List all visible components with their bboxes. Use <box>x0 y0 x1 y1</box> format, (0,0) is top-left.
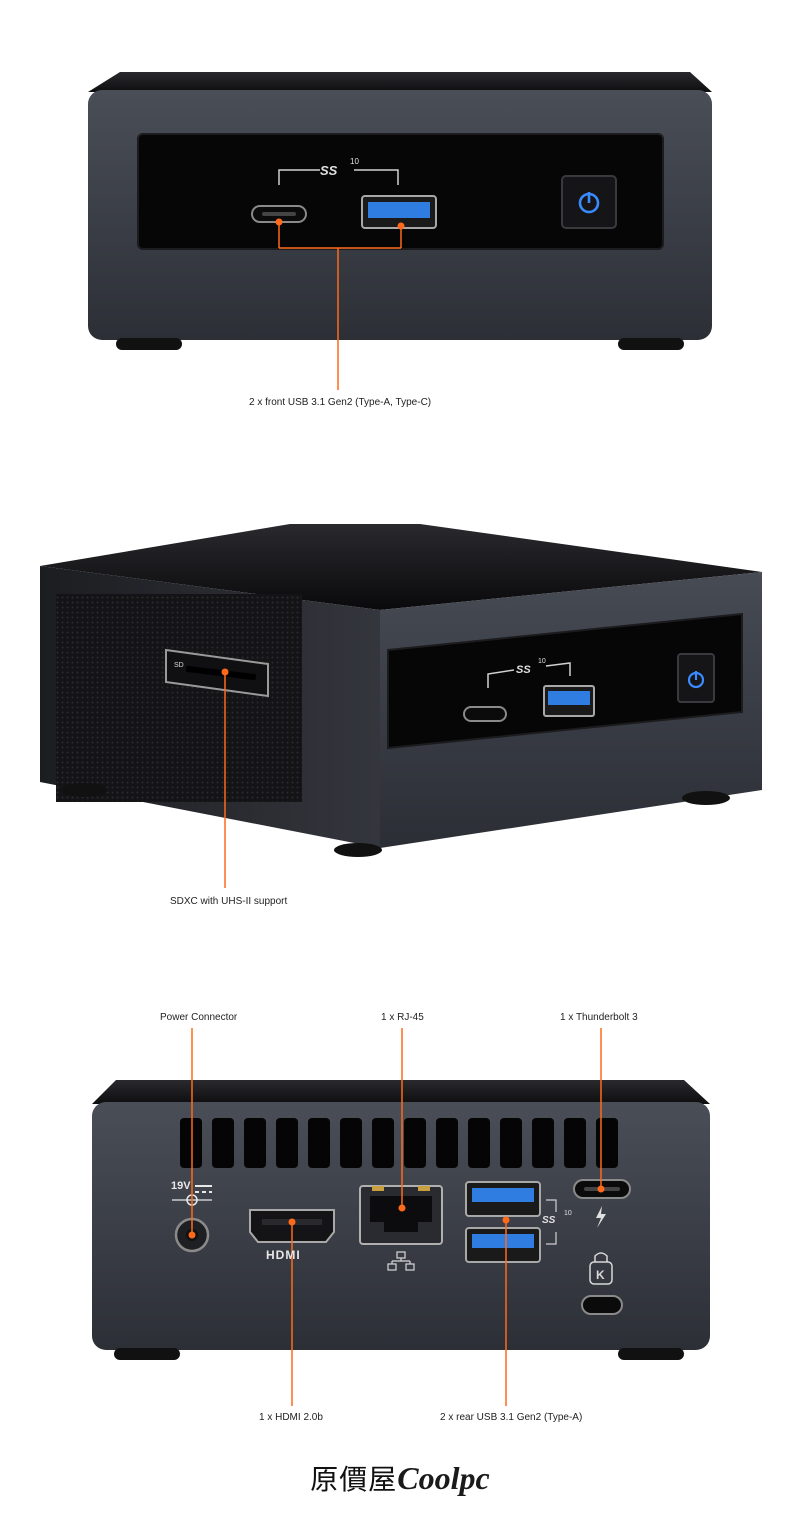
label-sdxc: SDXC with UHS-II support <box>170 896 288 907</box>
angled-ss-logo: SS <box>516 664 531 676</box>
label-rear-usb: 2 x rear USB 3.1 Gen2 (Type-A) <box>440 1412 583 1423</box>
voltage-text: 19V <box>171 1180 191 1192</box>
label-thunderbolt: 1 x Thunderbolt 3 <box>560 1012 638 1023</box>
front-view: SS 10 2 x front USB 3.1 Gen2 (Type-A, Ty… <box>0 0 800 420</box>
front-device-illustration <box>88 72 712 390</box>
angled-view: SD SS 10 SDXC with UHS-II support <box>0 500 800 920</box>
label-rj45: 1 x RJ-45 <box>381 1012 424 1023</box>
front-ss-10: 10 <box>350 157 359 166</box>
label-hdmi: 1 x HDMI 2.0b <box>259 1412 323 1423</box>
hdmi-logo: HDMI <box>266 1248 301 1262</box>
brand-logo: 原價屋Coolpc <box>0 1458 800 1498</box>
rear-ss-logo: SS <box>542 1215 556 1226</box>
sd-card-icon-text: SD <box>174 662 184 669</box>
label-power-connector: Power Connector <box>160 1012 238 1023</box>
angled-device-illustration <box>40 524 762 888</box>
svg-text:K: K <box>596 1268 605 1282</box>
logo-english: Coolpc <box>397 1460 490 1496</box>
rear-ss-10: 10 <box>564 1210 572 1217</box>
label-front-usb: 2 x front USB 3.1 Gen2 (Type-A, Type-C) <box>249 397 432 408</box>
front-ss-logo: SS <box>320 163 338 178</box>
rear-device-illustration: K <box>92 1028 710 1406</box>
logo-chinese: 原價屋 <box>310 1463 398 1496</box>
angled-ss-10: 10 <box>538 658 546 665</box>
rear-view: Power Connector 1 x RJ-45 1 x Thunderbol… <box>0 1000 800 1440</box>
